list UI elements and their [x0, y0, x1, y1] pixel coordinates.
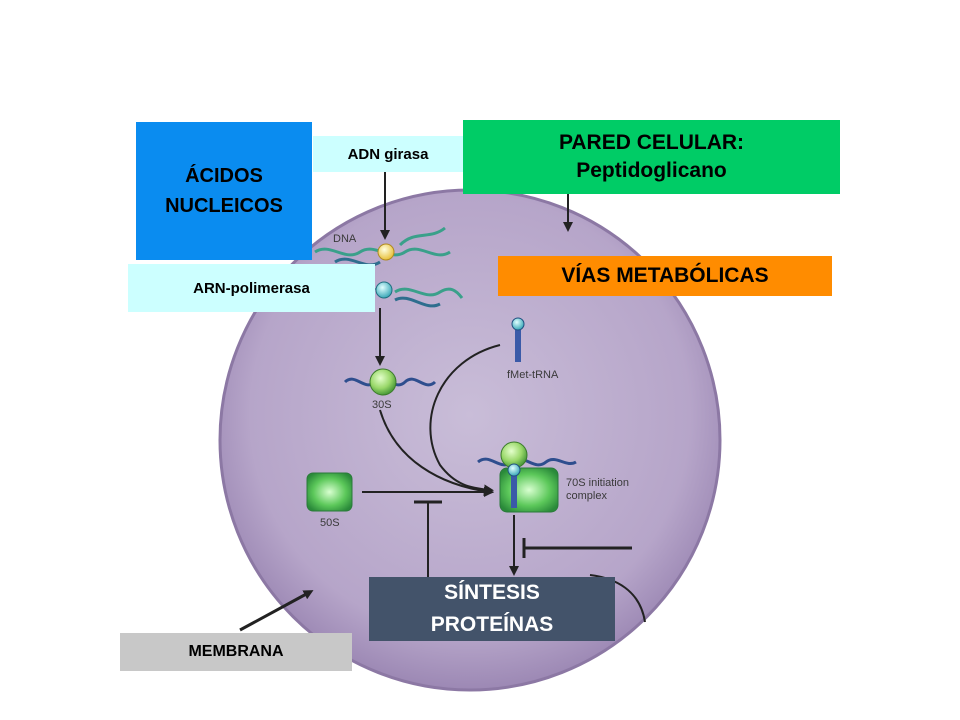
acidos-nucleicos-box: ÁCIDOS NUCLEICOS	[136, 122, 312, 260]
adn-girasa-label: ADN girasa	[347, 145, 429, 163]
membrana-label: MEMBRANA	[188, 643, 284, 660]
acidos-line1: ÁCIDOS	[185, 165, 263, 187]
pared-line1: PARED CELULAR:	[558, 131, 745, 154]
fmet-trna-head	[511, 317, 525, 331]
subunit-50s-block	[306, 472, 353, 512]
sintesis-proteinas-box: SÍNTESIS PROTEÍNAS	[369, 577, 615, 641]
arrow-membrana	[239, 590, 314, 632]
label-50s: 50S	[320, 517, 340, 529]
pared-line2: Peptidoglicano	[576, 159, 727, 182]
pared-celular-box: PARED CELULAR: Peptidoglicano	[463, 120, 840, 194]
complex-50s-block	[499, 467, 559, 513]
subunit-30s-sphere	[369, 368, 397, 396]
fmet-trna-label: fMet-tRNA	[507, 369, 559, 381]
adn-girasa-box: ADN girasa	[313, 136, 463, 172]
rna-polymerase-sphere	[375, 281, 393, 299]
arn-polimerasa-box: ARN-polimerasa	[128, 264, 375, 312]
dna-gyrase-sphere	[377, 243, 395, 261]
mrna-70s	[477, 457, 577, 467]
acidos-line2: NUCLEICOS	[165, 195, 283, 217]
vias-metabolicas-box: VÍAS METABÓLICAS	[498, 256, 832, 296]
initiation-label-2: complex	[566, 490, 607, 502]
complex-trna-head	[507, 463, 521, 477]
dna-label: DNA	[333, 233, 357, 245]
initiation-label-1: 70S initiation	[566, 477, 629, 489]
inhibitor-curve-right	[589, 574, 646, 623]
vias-label: VÍAS METABÓLICAS	[561, 264, 769, 287]
arrow-30s-to-complex	[379, 409, 494, 497]
sintesis-line1: SÍNTESIS	[444, 581, 540, 604]
sintesis-line2: PROTEÍNAS	[430, 613, 554, 636]
arrow-fmet-to-complex	[429, 344, 501, 495]
label-30s: 30S	[372, 399, 392, 411]
membrana-box: MEMBRANA	[120, 633, 352, 671]
arn-polimerasa-label: ARN-polimerasa	[193, 279, 310, 297]
